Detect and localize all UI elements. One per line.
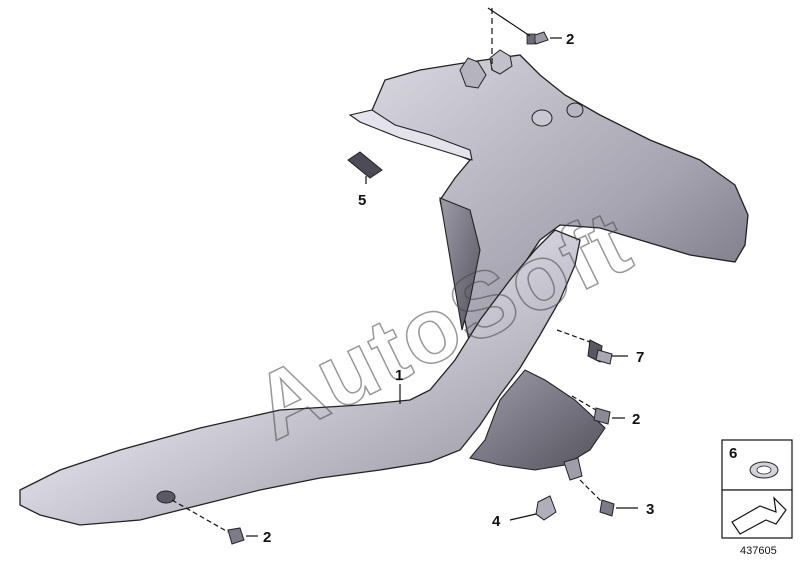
spacer-sleeve	[347, 151, 383, 179]
callout-5: 5	[358, 192, 366, 209]
screw-bottom-left	[227, 527, 245, 545]
callout-7: 7	[636, 349, 644, 366]
callout-2-right: 2	[632, 411, 640, 428]
callout-2-bottom: 2	[263, 529, 271, 546]
screw-right-mid	[587, 339, 613, 365]
callout-2-top: 2	[566, 31, 574, 48]
screw-lower-right	[599, 499, 615, 517]
legend-box: 6	[721, 439, 793, 539]
arrow-icon	[731, 496, 787, 535]
callout-6: 6	[729, 445, 737, 462]
fairing-panel	[19, 49, 749, 526]
clip-nut	[535, 457, 583, 521]
leader-lines	[171, 7, 638, 537]
callout-4: 4	[492, 513, 501, 530]
screw-right-lower	[593, 407, 611, 425]
screw-top	[526, 31, 549, 45]
callout-1: 1	[395, 367, 403, 384]
diagram-id: 437605	[740, 545, 777, 557]
callout-3: 3	[646, 501, 654, 518]
